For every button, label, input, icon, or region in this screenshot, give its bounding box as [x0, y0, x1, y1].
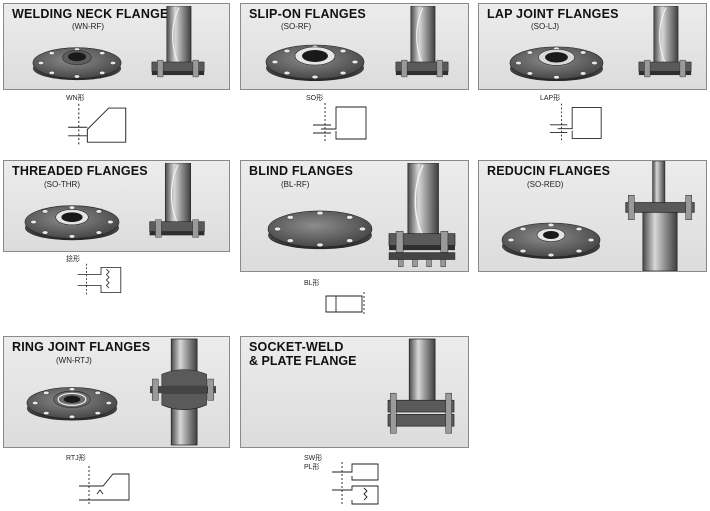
panel-title: LAP JOINT FLANGES [487, 7, 619, 21]
flange-image [267, 203, 373, 255]
drawing-label: LAP形 [540, 95, 561, 102]
panel-socket-weld: SOCKET-WELD & PLATE FLANGE [240, 336, 469, 448]
drawing-label-sw: SW形 [304, 455, 323, 462]
flange-image [32, 42, 122, 84]
flange-image [24, 199, 120, 245]
cross-section-image [391, 6, 453, 90]
panel-title: SOCKET-WELD [249, 340, 344, 354]
panel-title: THREADED FLANGES [12, 164, 148, 178]
panel-lap-joint: LAP JOINT FLANGES (SO-LJ) [478, 3, 707, 90]
drawing-label: 捻形 [66, 256, 80, 263]
flange-code: (SO-RF) [281, 22, 312, 31]
cross-section-image [150, 338, 216, 446]
cross-section-image [625, 161, 695, 271]
cross-section-image [383, 163, 461, 267]
panel-title-line2: & PLATE FLANGE [249, 354, 357, 368]
panel-title: WELDING NECK FLANGES [12, 7, 178, 21]
flange-code: (SO-LJ) [531, 22, 559, 31]
panel-blind: BLIND FLANGES (BL-RF) [240, 160, 469, 272]
panel-title: RING JOINT FLANGES [12, 340, 151, 354]
profile-drawing [548, 101, 606, 141]
panel-title: BLIND FLANGES [249, 164, 353, 178]
cross-section-image [149, 6, 207, 90]
profile-drawing [310, 101, 372, 141]
panel-title: SLIP-ON FLANGES [249, 7, 366, 21]
profile-drawing [68, 103, 127, 145]
panel-ring-joint: RING JOINT FLANGES (WN-RTJ) [3, 336, 230, 448]
flange-image [265, 40, 365, 84]
panel-slip-on: SLIP-ON FLANGES (SO-RF) [240, 3, 469, 90]
profile-drawing [79, 466, 130, 504]
profile-drawing [77, 263, 122, 297]
flange-image [26, 381, 118, 425]
drawing-label: WN形 [66, 95, 85, 102]
panel-threaded: THREADED FLANGES (SO-THR) [3, 160, 230, 252]
flange-image [509, 42, 604, 84]
flange-code: (SO-RED) [527, 180, 564, 189]
flange-code: (BL-RF) [281, 180, 310, 189]
profile-drawing [325, 292, 365, 316]
flange-code: (WN-RF) [72, 22, 104, 31]
panel-title: REDUCIN FLANGES [487, 164, 611, 178]
flange-code: (WN-RTJ) [56, 356, 92, 365]
drawing-label-pl: PL形 [304, 464, 320, 471]
profile-drawing [332, 462, 379, 506]
panel-welding-neck: WELDING NECK FLANGES (WN-RF) [3, 3, 230, 90]
drawing-label: SO形 [306, 95, 324, 102]
flange-image [501, 217, 601, 263]
drawing-label: BL形 [304, 280, 320, 287]
cross-section-image [387, 338, 455, 434]
panel-reducing: REDUCIN FLANGES (SO-RED) [478, 160, 707, 272]
flange-code: (SO-THR) [44, 180, 80, 189]
cross-section-image [144, 163, 210, 251]
drawing-label: RTJ形 [66, 455, 86, 462]
cross-section-image [634, 6, 696, 90]
